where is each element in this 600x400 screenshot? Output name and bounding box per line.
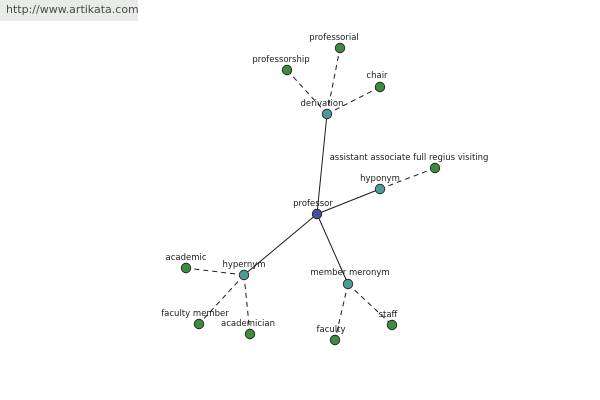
node-label-academic[interactable]: academic	[165, 253, 206, 263]
edge-derivation-to-chair	[326, 86, 381, 115]
node-academician[interactable]	[244, 328, 256, 340]
node-assistant[interactable]	[429, 162, 441, 174]
edge-hypernym-to-academic	[185, 267, 245, 276]
node-label-root[interactable]: professor	[293, 199, 333, 209]
nodes-layer	[180, 42, 441, 346]
node-derivation[interactable]	[321, 108, 333, 120]
node-member-meronym[interactable]	[342, 278, 354, 290]
node-staff[interactable]	[386, 319, 398, 331]
node-professorship[interactable]	[281, 64, 293, 76]
edge-root-to-hypernym	[243, 213, 318, 276]
node-label-hypernym[interactable]: hypernym	[222, 260, 265, 270]
edge-hypernym-to-academician	[243, 274, 251, 335]
node-label-assistant[interactable]: assistant associate full regius visiting	[330, 153, 489, 163]
labels-layer: professor derivation hyponym hypernym member…	[161, 33, 488, 335]
node-hypernym[interactable]	[238, 269, 250, 281]
site-url-link[interactable]: http://www.artikata.com	[0, 0, 139, 21]
edge-root-to-derivation	[316, 113, 328, 215]
node-label-academician[interactable]: academician	[221, 319, 275, 329]
node-label-chair[interactable]: chair	[366, 71, 388, 81]
edge-root-to-hyponym	[316, 188, 381, 215]
edge-root-to-member-meronym	[316, 213, 349, 285]
edges-layer	[185, 47, 436, 341]
node-label-faculty-member[interactable]: faculty member	[161, 309, 229, 319]
edge-derivation-to-professorial	[326, 47, 341, 115]
node-professorial[interactable]	[334, 42, 346, 54]
node-label-faculty[interactable]: faculty	[317, 325, 346, 335]
node-faculty-member[interactable]	[193, 318, 205, 330]
node-label-professorship[interactable]: professorship	[252, 55, 309, 65]
node-label-hyponym[interactable]: hyponym	[360, 174, 400, 184]
node-root[interactable]	[311, 208, 323, 220]
edge-hypernym-to-faculty-member	[198, 274, 245, 325]
edge-derivation-to-professorship	[286, 69, 328, 115]
node-label-derivation[interactable]: derivation	[300, 99, 343, 109]
edge-member-meronym-to-staff	[347, 283, 393, 326]
node-label-professorial[interactable]: professorial	[309, 33, 359, 43]
node-label-staff[interactable]: staff	[379, 310, 399, 320]
node-faculty[interactable]	[329, 334, 341, 346]
node-label-member-meronym[interactable]: member meronym	[310, 268, 389, 278]
edge-hyponym-to-assistant	[379, 167, 436, 190]
node-academic[interactable]	[180, 262, 192, 274]
node-chair[interactable]	[374, 81, 386, 93]
node-hyponym[interactable]	[374, 183, 386, 195]
edge-member-meronym-to-faculty	[334, 283, 349, 341]
